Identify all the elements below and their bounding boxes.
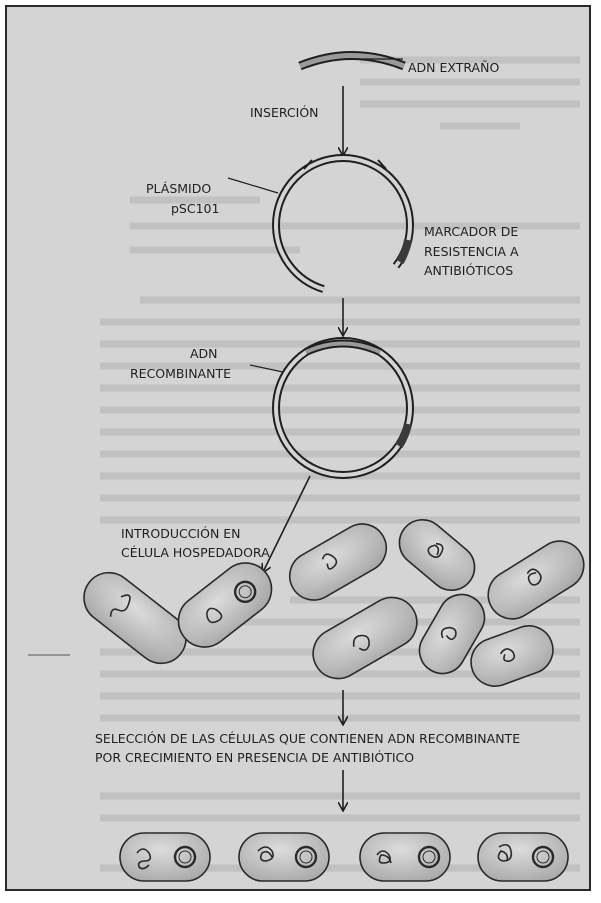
recombinant-label-2: RECOMBINANTE	[130, 366, 231, 381]
selected-cell	[478, 833, 568, 881]
intro-label-2: CÉLULA HOSPEDADORA	[121, 545, 270, 560]
plasmid-label-2: pSC101	[171, 201, 219, 216]
selected-cell	[239, 833, 329, 881]
intro-label-1: INTRODUCCIÓN EN	[121, 526, 241, 541]
foreign-dna-label: ADN EXTRAÑO	[408, 60, 499, 75]
marker-label-2: RESISTENCIA A	[424, 244, 519, 259]
insertion-label: INSERCIÓN	[250, 105, 319, 120]
selection-label-2: POR CRECIMIENTO EN PRESENCIA DE ANTIBIÓT…	[95, 750, 414, 765]
plasmid-label-1: PLÁSMIDO	[146, 181, 211, 196]
marker-label-3: ANTIBIÓTICOS	[424, 263, 513, 278]
selected-cell	[360, 833, 450, 881]
marker-label-1: MARCADOR DE	[424, 224, 518, 239]
selection-label-1: SELECCIÓN DE LAS CÉLULAS QUE CONTIENEN A…	[95, 731, 520, 746]
recombinant-label-1: ADN	[190, 346, 218, 361]
selected-cell	[120, 833, 210, 881]
